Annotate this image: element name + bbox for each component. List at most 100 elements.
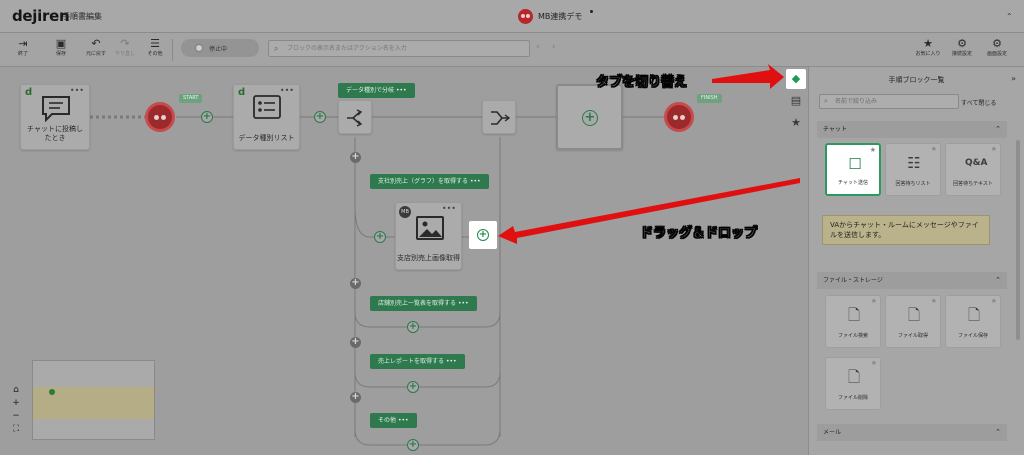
dejiren-mark-icon: d (25, 87, 33, 98)
add-branch-button[interactable]: + (350, 151, 361, 163)
more-icon[interactable]: ••• (457, 300, 469, 307)
add-branch-button[interactable]: + (350, 336, 361, 348)
start-node[interactable] (145, 102, 175, 132)
add-block-button[interactable]: + (407, 321, 419, 333)
more-icon[interactable]: ••• (445, 358, 457, 365)
status-label: 停止中 (209, 45, 228, 53)
save-label: 保存 (55, 51, 66, 57)
star-icon[interactable]: ★ (990, 145, 997, 153)
add-block-button[interactable]: + (582, 110, 598, 126)
more-icon[interactable]: ••• (395, 87, 407, 94)
add-branch-button[interactable]: + (350, 391, 361, 403)
image-node[interactable]: MB ••• 支店別売上画像取得 (395, 202, 462, 270)
section-chat[interactable]: チャット ⌃ (817, 121, 1007, 138)
prev-result-icon[interactable]: ‹ (536, 42, 540, 52)
graph-branch-pill[interactable]: 支社別売上（グラフ）を取得する ••• (370, 174, 489, 189)
highlighted-drop-target[interactable]: + (469, 221, 497, 249)
other-branch-pill[interactable]: その他 ••• (370, 413, 417, 428)
section-mail[interactable]: メール ⌃ (817, 424, 1007, 441)
card-file-get[interactable]: ★ 🗋 ファイル取得 (885, 295, 941, 348)
report-branch-label: 売上レポートを取得する (378, 358, 445, 365)
card-file-save[interactable]: ★ 🗋 ファイル保存 (945, 295, 1001, 348)
store-branch-pill[interactable]: 店舗別売上一覧表を取得する ••• (370, 296, 477, 311)
list-icon (253, 95, 281, 119)
chevron-double-up-icon[interactable]: ⌃ (1006, 12, 1013, 21)
exit-icon: ⇥ (18, 37, 28, 50)
trigger-node[interactable]: d ••• チャットに投稿したとき (20, 84, 90, 150)
finish-node[interactable] (664, 102, 694, 132)
star-icon[interactable]: ★ (870, 359, 877, 367)
start-badge: START (179, 94, 203, 103)
panel-search-input[interactable]: ⌕ 名前で絞り込み (819, 94, 959, 109)
block-search-input[interactable]: ⌕ ブロックの表示名またはアクション名を入力 (268, 40, 530, 57)
card-label: チャット送信 (838, 180, 868, 186)
zoom-out-icon[interactable]: − (12, 411, 20, 421)
panel-scrollbar[interactable] (1016, 140, 1020, 340)
minimap[interactable] (32, 360, 155, 440)
section-file[interactable]: ファイル・ストレージ ⌃ (817, 272, 1007, 289)
more-icon[interactable]: ••• (469, 178, 481, 185)
project-name: MB連携デモ (538, 12, 583, 21)
add-block-button[interactable]: + (201, 111, 213, 123)
screen-settings-label: 画面設定 (986, 51, 1007, 57)
more-icon[interactable]: ••• (69, 86, 84, 95)
more-label: その他 (147, 51, 163, 57)
add-branch-button[interactable]: + (350, 277, 361, 289)
favorites-button[interactable]: ★ お気に入り (913, 37, 943, 58)
file-save-icon: 🗋 (967, 306, 981, 324)
screen-settings-button[interactable]: ⚙ 画面設定 (982, 37, 1012, 58)
star-icon[interactable]: ★ (870, 297, 877, 305)
next-result-icon[interactable]: › (552, 42, 556, 52)
block-panel: 手順ブロック一覧 » ⌕ 名前で絞り込み すべて閉じる チャット ⌃ ★ ☐ チ… (808, 67, 1024, 455)
card-file-search[interactable]: ★ 🗋 ファイル検索 (825, 295, 881, 348)
card-label: 回答待ちリスト (895, 181, 931, 187)
cube-icon: ◆ (791, 72, 801, 85)
graph-branch-label: 支社別売上（グラフ）を取得する (378, 178, 469, 185)
add-block-button[interactable]: + (407, 381, 419, 393)
add-block-button[interactable]: + (314, 111, 326, 123)
flow-canvas[interactable]: d ••• チャットに投稿したとき START + d ••• データ種別リスト… (0, 67, 808, 455)
star-icon[interactable]: ★ (869, 146, 876, 154)
add-block-button[interactable]: + (374, 231, 386, 243)
exit-button[interactable]: ⇥ 終了 (8, 37, 38, 58)
more-icon[interactable]: ••• (279, 86, 294, 95)
card-file-delete[interactable]: ★ 🗋 ファイル削除 (825, 357, 881, 410)
redo-label: やり直し (114, 51, 135, 57)
more-icon[interactable]: ••• (441, 204, 456, 213)
card-answer-text[interactable]: ★ Q&A 回答待ちテキスト (945, 143, 1001, 196)
minimap-marker (49, 389, 55, 395)
more-icon[interactable]: ••• (397, 417, 409, 424)
card-chat-send[interactable]: ★ ☐ チャット送信 (825, 143, 881, 196)
connection-settings-button[interactable]: ⚙ 接続設定 (947, 37, 977, 58)
add-block-button[interactable]: + (477, 229, 489, 241)
star-icon[interactable]: ★ (990, 297, 997, 305)
branch-node[interactable] (338, 100, 372, 134)
expand-icon[interactable]: » (1011, 74, 1016, 83)
add-block-button[interactable]: + (407, 439, 419, 451)
more-button[interactable]: ☰ その他 (140, 37, 170, 58)
file-download-icon: 🗋 (907, 306, 921, 324)
save-button[interactable]: ▣ 保存 (46, 37, 76, 58)
tab-packages[interactable]: ▤ (786, 91, 806, 111)
card-answer-list[interactable]: ★ ☷ 回答待ちリスト (885, 143, 941, 196)
star-icon[interactable]: ★ (930, 297, 937, 305)
fit-icon[interactable]: ⛶ (12, 424, 20, 434)
home-icon[interactable]: ⌂ (13, 385, 19, 395)
app-title: 手順書編集 (62, 12, 102, 21)
close-all-button[interactable]: すべて閉じる (961, 100, 997, 107)
tab-favorites[interactable]: ★ (786, 113, 806, 133)
report-branch-pill[interactable]: 売上レポートを取得する ••• (370, 354, 465, 369)
undo-button[interactable]: ↶ 元に戻す (81, 37, 111, 58)
merge-node[interactable] (482, 100, 516, 134)
data-list-node[interactable]: d ••• データ種別リスト (233, 84, 300, 150)
drop-target-node[interactable]: + (556, 84, 623, 150)
zoom-in-icon[interactable]: + (12, 398, 20, 408)
branch-pill[interactable]: データ種別で分岐 ••• (338, 83, 415, 98)
star-icon[interactable]: ★ (930, 145, 937, 153)
tab-blocks[interactable]: ◆ (786, 69, 806, 89)
card-label: ファイル保存 (957, 333, 988, 339)
list-icon: ☷ (907, 154, 921, 172)
settings-icon: ⚙ (992, 37, 1002, 50)
status-toggle[interactable]: 停止中 (181, 39, 259, 57)
redo-button[interactable]: ↷ やり直し (110, 37, 140, 58)
